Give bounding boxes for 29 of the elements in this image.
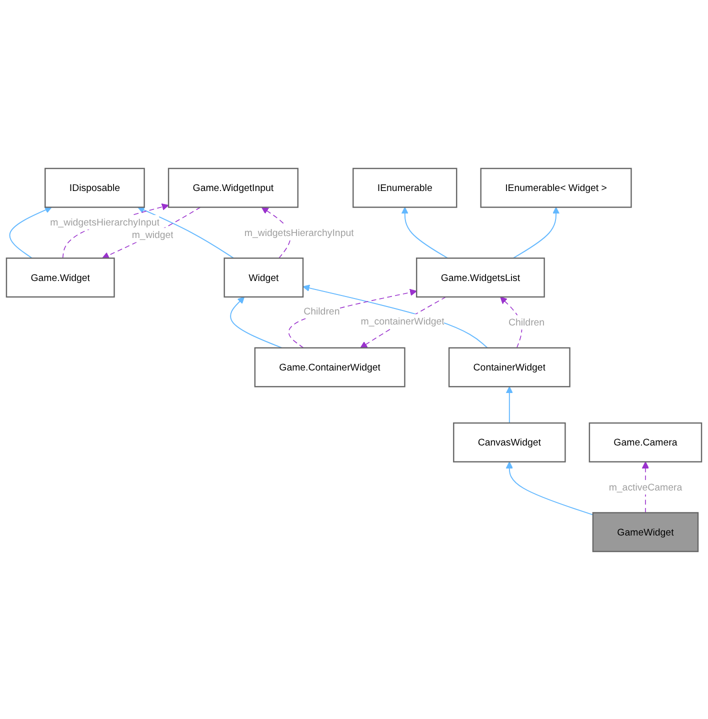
node-box: IDisposable bbox=[44, 167, 145, 208]
node-box: Game.ContainerWidget bbox=[254, 346, 406, 387]
arrow bbox=[401, 206, 448, 258]
node-box: ContainerWidget bbox=[448, 346, 570, 387]
edge-label: m_widget bbox=[132, 228, 174, 240]
node-box: Game.Camera bbox=[588, 422, 702, 462]
arrow bbox=[9, 206, 52, 258]
arrow bbox=[512, 206, 560, 258]
arrow bbox=[500, 296, 522, 348]
node-box: Game.WidgetInput bbox=[168, 167, 298, 208]
node-box: IEnumerable bbox=[352, 167, 458, 208]
node-box: Widget bbox=[224, 257, 304, 298]
edge-label: Children bbox=[508, 316, 545, 328]
edge-label: m_containerWidget bbox=[360, 315, 444, 327]
arrow bbox=[138, 206, 234, 258]
arrow bbox=[506, 461, 594, 515]
node-box: IEnumerable< Widget > bbox=[480, 167, 632, 208]
node-box: CanvasWidget bbox=[453, 422, 566, 462]
arrow bbox=[102, 206, 201, 258]
edge-label: m_widgetsHierarchyInput bbox=[50, 216, 160, 228]
edge-label: m_activeCamera bbox=[608, 481, 682, 492]
edge-label: Children bbox=[304, 305, 340, 316]
node-box: Game.WidgetsList bbox=[416, 257, 545, 298]
node-box: Game.Widget bbox=[6, 257, 115, 298]
arrow bbox=[506, 386, 513, 424]
arrow bbox=[360, 296, 446, 348]
node-box: GameWidget bbox=[592, 512, 699, 552]
arrow bbox=[288, 288, 417, 348]
edge-label: m_widgetsHierarchyInput bbox=[244, 226, 354, 238]
